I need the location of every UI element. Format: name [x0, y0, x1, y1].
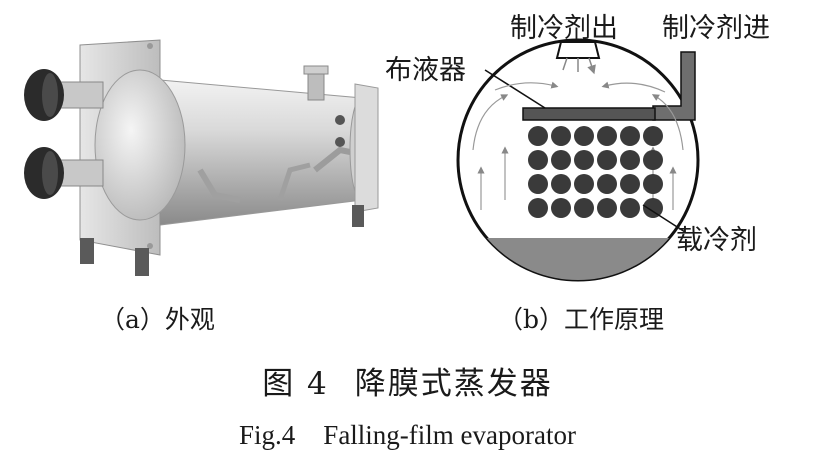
figure-subtitle-number: Fig.4: [239, 420, 296, 450]
label-secondary-refrigerant: 载冷剂: [676, 225, 757, 256]
figure-title-number: 图 4: [262, 366, 329, 402]
working-principle-diagram: [385, 0, 815, 290]
distributor-bar: [522, 107, 656, 121]
caption-panel-a: （a）外观: [100, 305, 215, 334]
water-nozzle-top: [24, 69, 104, 121]
figure-title-text: 降膜式蒸发器: [354, 366, 553, 402]
label-refrigerant-in: 制冷剂进: [662, 13, 770, 44]
label-distributor: 布液器: [385, 55, 466, 86]
label-refrigerant-out: 制冷剂出: [510, 13, 618, 44]
refrigerant-outlet-nozzle: [555, 41, 601, 72]
caption-panel-b: （b）工作原理: [498, 305, 665, 334]
liquid-pool: [458, 238, 698, 280]
figure-subtitle-text: Falling-film evaporator: [323, 420, 576, 450]
water-nozzle-bottom: [24, 147, 104, 199]
figure-title: 图 4 降膜式蒸发器: [0, 358, 815, 403]
tube-bundle: [528, 126, 663, 218]
figure-subtitle: Fig.4 Falling-film evaporator: [0, 420, 815, 451]
evaporator-photo: [10, 20, 385, 290]
